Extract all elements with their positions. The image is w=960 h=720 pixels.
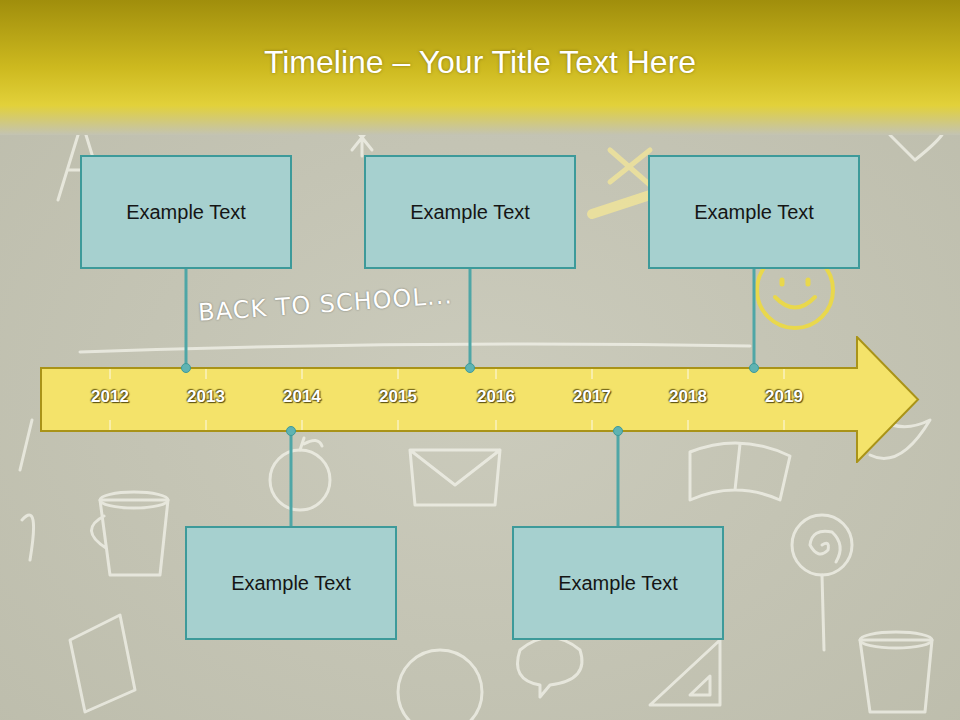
event-box: Example Text bbox=[648, 155, 860, 269]
tick bbox=[206, 420, 207, 430]
year-label: 2015 bbox=[379, 387, 417, 407]
chalk-book bbox=[690, 443, 790, 500]
chalk-underline bbox=[80, 344, 750, 352]
tick bbox=[398, 369, 399, 379]
year-label: 2012 bbox=[91, 387, 129, 407]
connector-dot bbox=[182, 364, 191, 373]
chalk-bubble bbox=[518, 638, 583, 698]
chalk-cross bbox=[610, 150, 650, 185]
connector-dot bbox=[287, 427, 296, 436]
title-band bbox=[0, 0, 960, 135]
connector-dot bbox=[466, 364, 475, 373]
chalk-lollipop bbox=[792, 515, 852, 575]
tick bbox=[784, 420, 785, 430]
chalk-lollipop-stick bbox=[822, 575, 824, 650]
connectors bbox=[182, 269, 759, 526]
chalk-apple bbox=[270, 450, 330, 510]
year-label: 2013 bbox=[187, 387, 225, 407]
tick bbox=[688, 420, 689, 430]
chalk-doodles bbox=[20, 113, 946, 720]
chalk-envelope bbox=[410, 450, 500, 505]
title-bar: Timeline – Your Title Text Here bbox=[0, 44, 960, 81]
tick bbox=[496, 420, 497, 430]
chalk-glass-rim bbox=[860, 632, 932, 648]
leader-line bbox=[753, 269, 756, 368]
chalk-set-square bbox=[650, 640, 720, 705]
year-label: 2018 bbox=[669, 387, 707, 407]
tick bbox=[110, 420, 111, 430]
slide-title: Timeline – Your Title Text Here bbox=[264, 44, 696, 80]
year-label: 2014 bbox=[283, 387, 321, 407]
year-ticks bbox=[110, 369, 784, 430]
chalk-cup-rim bbox=[100, 492, 168, 508]
chalk-notebook bbox=[70, 615, 135, 712]
tick bbox=[592, 369, 593, 379]
event-box: Example Text bbox=[512, 526, 724, 640]
chalk-scribble bbox=[20, 420, 34, 560]
tick bbox=[206, 369, 207, 379]
event-box: Example Text bbox=[185, 526, 397, 640]
chalk-smile bbox=[775, 297, 815, 308]
tick bbox=[496, 369, 497, 379]
tick bbox=[302, 369, 303, 379]
timeline-arrow: 2012 2013 2014 2015 2016 2017 2018 2019 bbox=[40, 336, 920, 463]
event-box: Example Text bbox=[364, 155, 576, 269]
box-text: Example Text bbox=[126, 200, 246, 224]
chalk-cup bbox=[91, 500, 168, 575]
chalk-eyes bbox=[782, 280, 808, 284]
tick bbox=[688, 369, 689, 379]
box-text: Example Text bbox=[231, 571, 351, 595]
chalk-glass bbox=[860, 640, 932, 712]
box-text: Example Text bbox=[694, 200, 814, 224]
year-label: 2019 bbox=[765, 387, 803, 407]
tick bbox=[398, 420, 399, 430]
event-box: Example Text bbox=[80, 155, 292, 269]
tick bbox=[110, 369, 111, 379]
tick bbox=[592, 420, 593, 430]
leader-line bbox=[290, 431, 293, 526]
box-text: Example Text bbox=[410, 200, 530, 224]
tick bbox=[302, 420, 303, 430]
tick bbox=[784, 369, 785, 379]
arrow-body bbox=[41, 337, 918, 462]
leader-line bbox=[469, 269, 472, 368]
year-label: 2017 bbox=[573, 387, 611, 407]
connector-dot bbox=[750, 364, 759, 373]
chalk-lollipop-spiral bbox=[810, 531, 840, 562]
year-label: 2016 bbox=[477, 387, 515, 407]
chalk-apple-stem bbox=[300, 438, 322, 450]
box-text: Example Text bbox=[558, 571, 678, 595]
chalk-circle bbox=[398, 650, 482, 720]
leader-line bbox=[185, 269, 188, 368]
connector-dot bbox=[614, 427, 623, 436]
leader-line bbox=[617, 431, 620, 526]
